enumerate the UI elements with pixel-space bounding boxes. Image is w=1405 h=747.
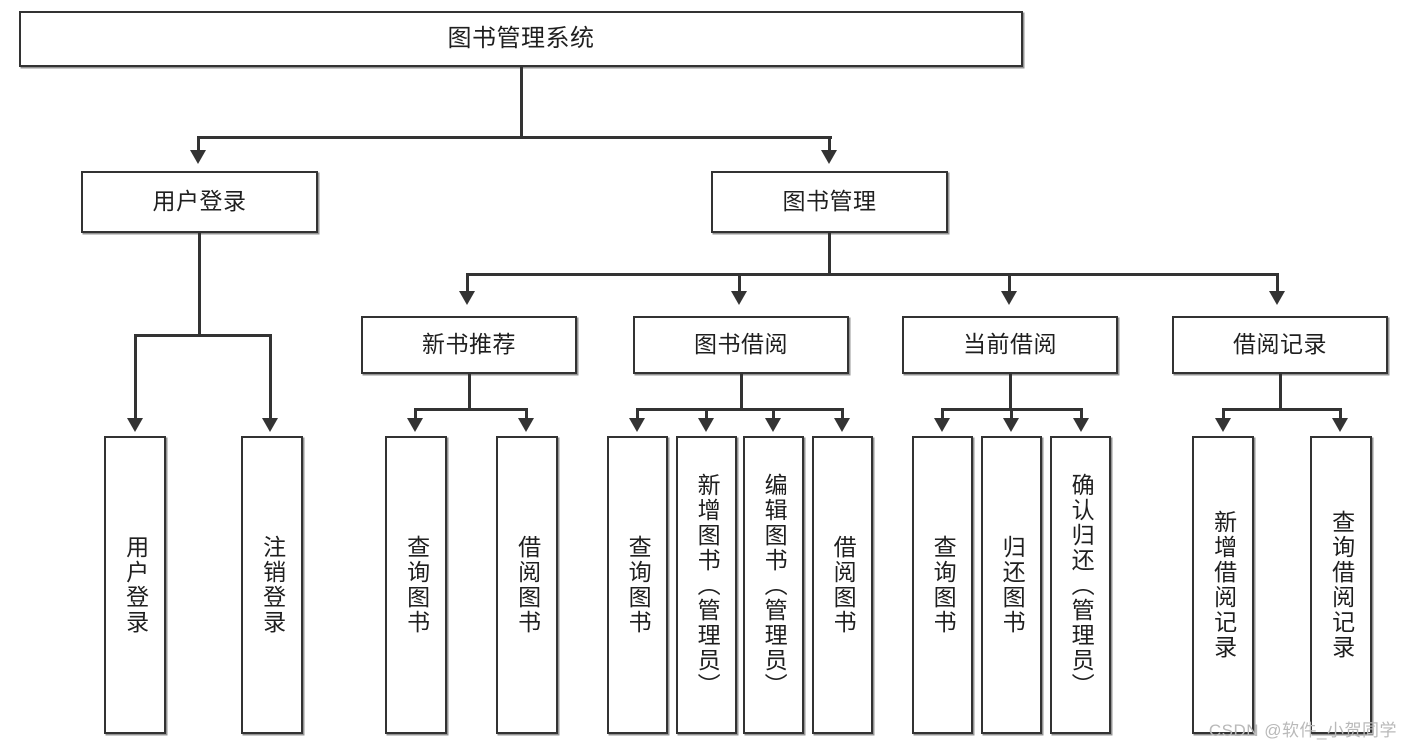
connector-user-login-drop-2 xyxy=(269,334,272,420)
leaf-add-borrow-record[interactable]: 新增借阅记录 xyxy=(1192,436,1254,734)
node-user-login[interactable]: 用户登录 xyxy=(81,171,318,233)
connector-book-borrow-drop-4 xyxy=(841,408,844,420)
leaf-edit-book-admin[interactable]: 编辑图书（管理员） xyxy=(743,436,804,734)
connector-book-borrow-drop-2 xyxy=(705,408,708,420)
connector-book-borrow-drop-1 xyxy=(636,408,639,420)
node-label: 图书管理 xyxy=(782,188,877,215)
watermark-text: CSDN @软件_小贺同学 xyxy=(1208,721,1397,740)
arrow-to-book-manage xyxy=(821,150,837,164)
node-label: 编辑图书（管理员） xyxy=(761,472,788,698)
connector-new-book-drop-1 xyxy=(414,408,417,420)
arrow-to-user-login xyxy=(190,150,206,164)
connector-root-bus xyxy=(197,136,832,139)
arrow-to-leaf-confirm-return xyxy=(1073,418,1089,432)
connector-current-borrow-drop-1 xyxy=(941,408,944,420)
connector-new-book-drop-2 xyxy=(525,408,528,420)
leaf-return-book[interactable]: 归还图书 xyxy=(981,436,1042,734)
arrow-to-book-borrow xyxy=(731,291,747,305)
node-label: 用户登录 xyxy=(152,188,247,215)
node-borrow-record[interactable]: 借阅记录 xyxy=(1172,316,1388,374)
node-label: 借阅记录 xyxy=(1233,331,1327,358)
connector-user-login-drop-1 xyxy=(134,334,137,420)
node-label: 新增图书（管理员） xyxy=(694,472,721,698)
leaf-logout[interactable]: 注销登录 xyxy=(241,436,303,734)
leaf-user-login[interactable]: 用户登录 xyxy=(104,436,166,734)
connector-book-borrow-bus xyxy=(636,408,844,411)
connector-current-borrow-drop-2 xyxy=(1010,408,1013,420)
arrow-to-current-borrow xyxy=(1001,291,1017,305)
leaf-add-book-admin[interactable]: 新增图书（管理员） xyxy=(676,436,737,734)
connector-borrow-record-bus xyxy=(1222,408,1342,411)
node-label: 归还图书 xyxy=(999,535,1026,635)
connector-borrow-record-stem xyxy=(1279,374,1282,410)
arrow-to-leaf-borrow-book-2 xyxy=(834,418,850,432)
leaf-confirm-return-admin[interactable]: 确认归还（管理员） xyxy=(1050,436,1111,734)
node-label: 新书推荐 xyxy=(422,331,516,358)
node-label: 借阅图书 xyxy=(514,535,541,635)
arrow-to-leaf-query-book-1 xyxy=(407,418,423,432)
connector-book-manage-drop-4 xyxy=(1276,273,1279,293)
arrow-to-leaf-return-book xyxy=(1003,418,1019,432)
node-label: 注销登录 xyxy=(259,535,286,635)
connector-user-login-stem xyxy=(198,233,201,336)
connector-borrow-record-drop-2 xyxy=(1339,408,1342,420)
connector-borrow-record-drop-1 xyxy=(1222,408,1225,420)
arrow-to-leaf-user-login xyxy=(127,418,143,432)
node-label: 查询图书 xyxy=(403,535,430,635)
node-current-borrow[interactable]: 当前借阅 xyxy=(902,316,1118,374)
connector-new-book-bus xyxy=(414,408,528,411)
connector-user-login-bus xyxy=(134,334,271,337)
leaf-query-book-borrow[interactable]: 查询图书 xyxy=(607,436,668,734)
connector-root-stem xyxy=(520,67,523,138)
connector-book-manage-stem xyxy=(828,233,831,275)
arrow-to-leaf-edit-book xyxy=(765,418,781,432)
node-book-management[interactable]: 图书管理 xyxy=(711,171,948,233)
node-label: 借阅图书 xyxy=(830,535,857,635)
leaf-borrow-book-borrow[interactable]: 借阅图书 xyxy=(812,436,873,734)
arrow-to-borrow-record xyxy=(1269,291,1285,305)
node-label: 新增借阅记录 xyxy=(1210,510,1237,660)
arrow-to-leaf-query-record xyxy=(1332,418,1348,432)
leaf-borrow-book-new[interactable]: 借阅图书 xyxy=(496,436,558,734)
connector-book-manage-drop-2 xyxy=(738,273,741,293)
node-label: 图书借阅 xyxy=(694,331,788,358)
arrow-to-leaf-query-book-3 xyxy=(934,418,950,432)
arrow-to-leaf-query-book-2 xyxy=(629,418,645,432)
connector-book-manage-drop-3 xyxy=(1008,273,1011,293)
connector-book-borrow-stem xyxy=(740,374,743,410)
arrow-to-new-book xyxy=(459,291,475,305)
connector-root-drop-left xyxy=(197,136,200,153)
arrow-to-leaf-borrow-book-1 xyxy=(518,418,534,432)
node-label: 图书管理系统 xyxy=(447,24,595,52)
node-book-borrow[interactable]: 图书借阅 xyxy=(633,316,849,374)
connector-current-borrow-drop-3 xyxy=(1080,408,1083,420)
node-label: 当前借阅 xyxy=(963,331,1057,358)
connector-book-manage-drop-1 xyxy=(466,273,469,293)
connector-book-borrow-drop-3 xyxy=(772,408,775,420)
node-root-system[interactable]: 图书管理系统 xyxy=(19,11,1023,67)
node-label: 查询借阅记录 xyxy=(1328,510,1355,660)
node-label: 查询图书 xyxy=(625,535,652,635)
connector-new-book-stem xyxy=(468,374,471,410)
arrow-to-leaf-add-book xyxy=(698,418,714,432)
arrow-to-leaf-add-record xyxy=(1215,418,1231,432)
leaf-query-borrow-record[interactable]: 查询借阅记录 xyxy=(1310,436,1372,734)
connector-current-borrow-stem xyxy=(1009,374,1012,410)
leaf-query-book-current[interactable]: 查询图书 xyxy=(912,436,973,734)
connector-book-manage-bus xyxy=(466,273,1279,276)
node-label: 确认归还（管理员） xyxy=(1068,472,1095,698)
leaf-query-book-new[interactable]: 查询图书 xyxy=(385,436,447,734)
connector-root-drop-right xyxy=(828,136,831,153)
node-label: 用户登录 xyxy=(122,535,149,635)
node-label: 查询图书 xyxy=(930,535,957,635)
arrow-to-leaf-logout xyxy=(262,418,278,432)
node-new-book-recommend[interactable]: 新书推荐 xyxy=(361,316,577,374)
